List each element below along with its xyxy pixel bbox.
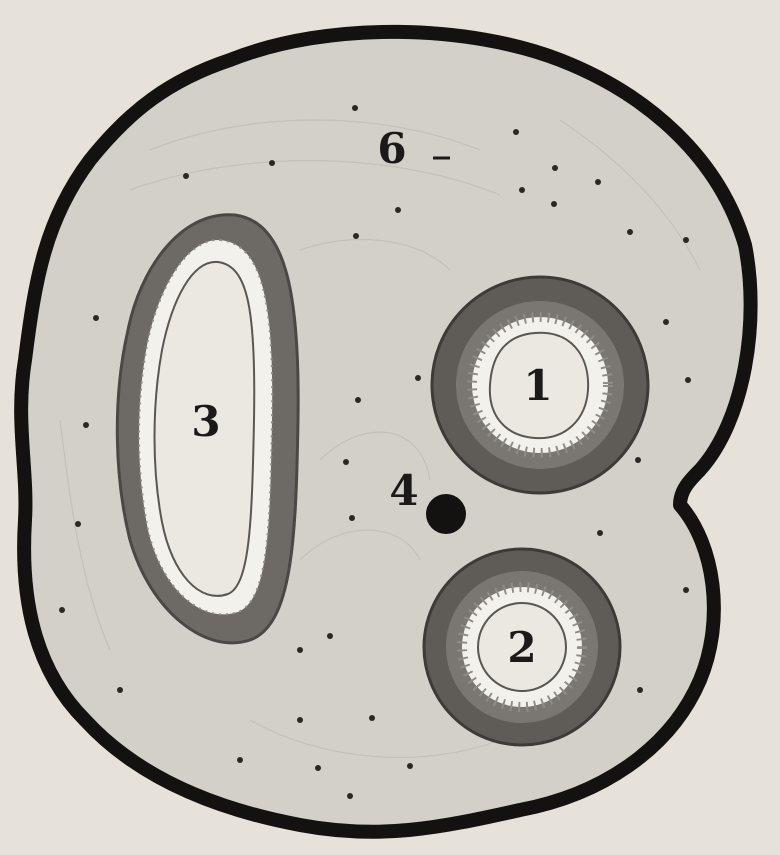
texture-dot — [663, 319, 669, 325]
texture-dot — [519, 187, 525, 193]
texture-dot — [75, 521, 81, 527]
texture-dot — [353, 233, 359, 239]
texture-dot — [347, 793, 353, 799]
texture-dot — [513, 129, 519, 135]
texture-dot — [352, 105, 358, 111]
texture-dot — [237, 757, 243, 763]
texture-dot — [627, 229, 633, 235]
texture-dot — [315, 765, 321, 771]
texture-dot — [117, 687, 123, 693]
texture-dot — [297, 717, 303, 723]
texture-dot — [595, 179, 601, 185]
texture-dot — [637, 687, 643, 693]
texture-dot — [183, 173, 189, 179]
texture-dot — [551, 201, 557, 207]
texture-dot — [349, 515, 355, 521]
texture-dot — [269, 160, 275, 166]
texture-dot — [635, 457, 641, 463]
texture-dot — [343, 459, 349, 465]
label-1: 1 — [523, 361, 552, 410]
texture-dot — [59, 607, 65, 613]
texture-dot — [683, 237, 689, 243]
label-4: 4 — [389, 466, 418, 515]
label-6: 6 — [377, 124, 406, 173]
texture-dot — [407, 763, 413, 769]
texture-dot — [415, 375, 421, 381]
texture-dot — [369, 715, 375, 721]
texture-dot — [93, 315, 99, 321]
label-3: 3 — [191, 397, 220, 446]
texture-dot — [395, 207, 401, 213]
texture-dot — [683, 587, 689, 593]
texture-dot — [685, 377, 691, 383]
texture-dot — [83, 422, 89, 428]
texture-dot — [597, 530, 603, 536]
texture-dot — [552, 165, 558, 171]
structure-4-dot — [426, 494, 466, 534]
label-2: 2 — [507, 623, 536, 672]
texture-dot — [355, 397, 361, 403]
texture-dot — [297, 647, 303, 653]
texture-dot — [327, 633, 333, 639]
